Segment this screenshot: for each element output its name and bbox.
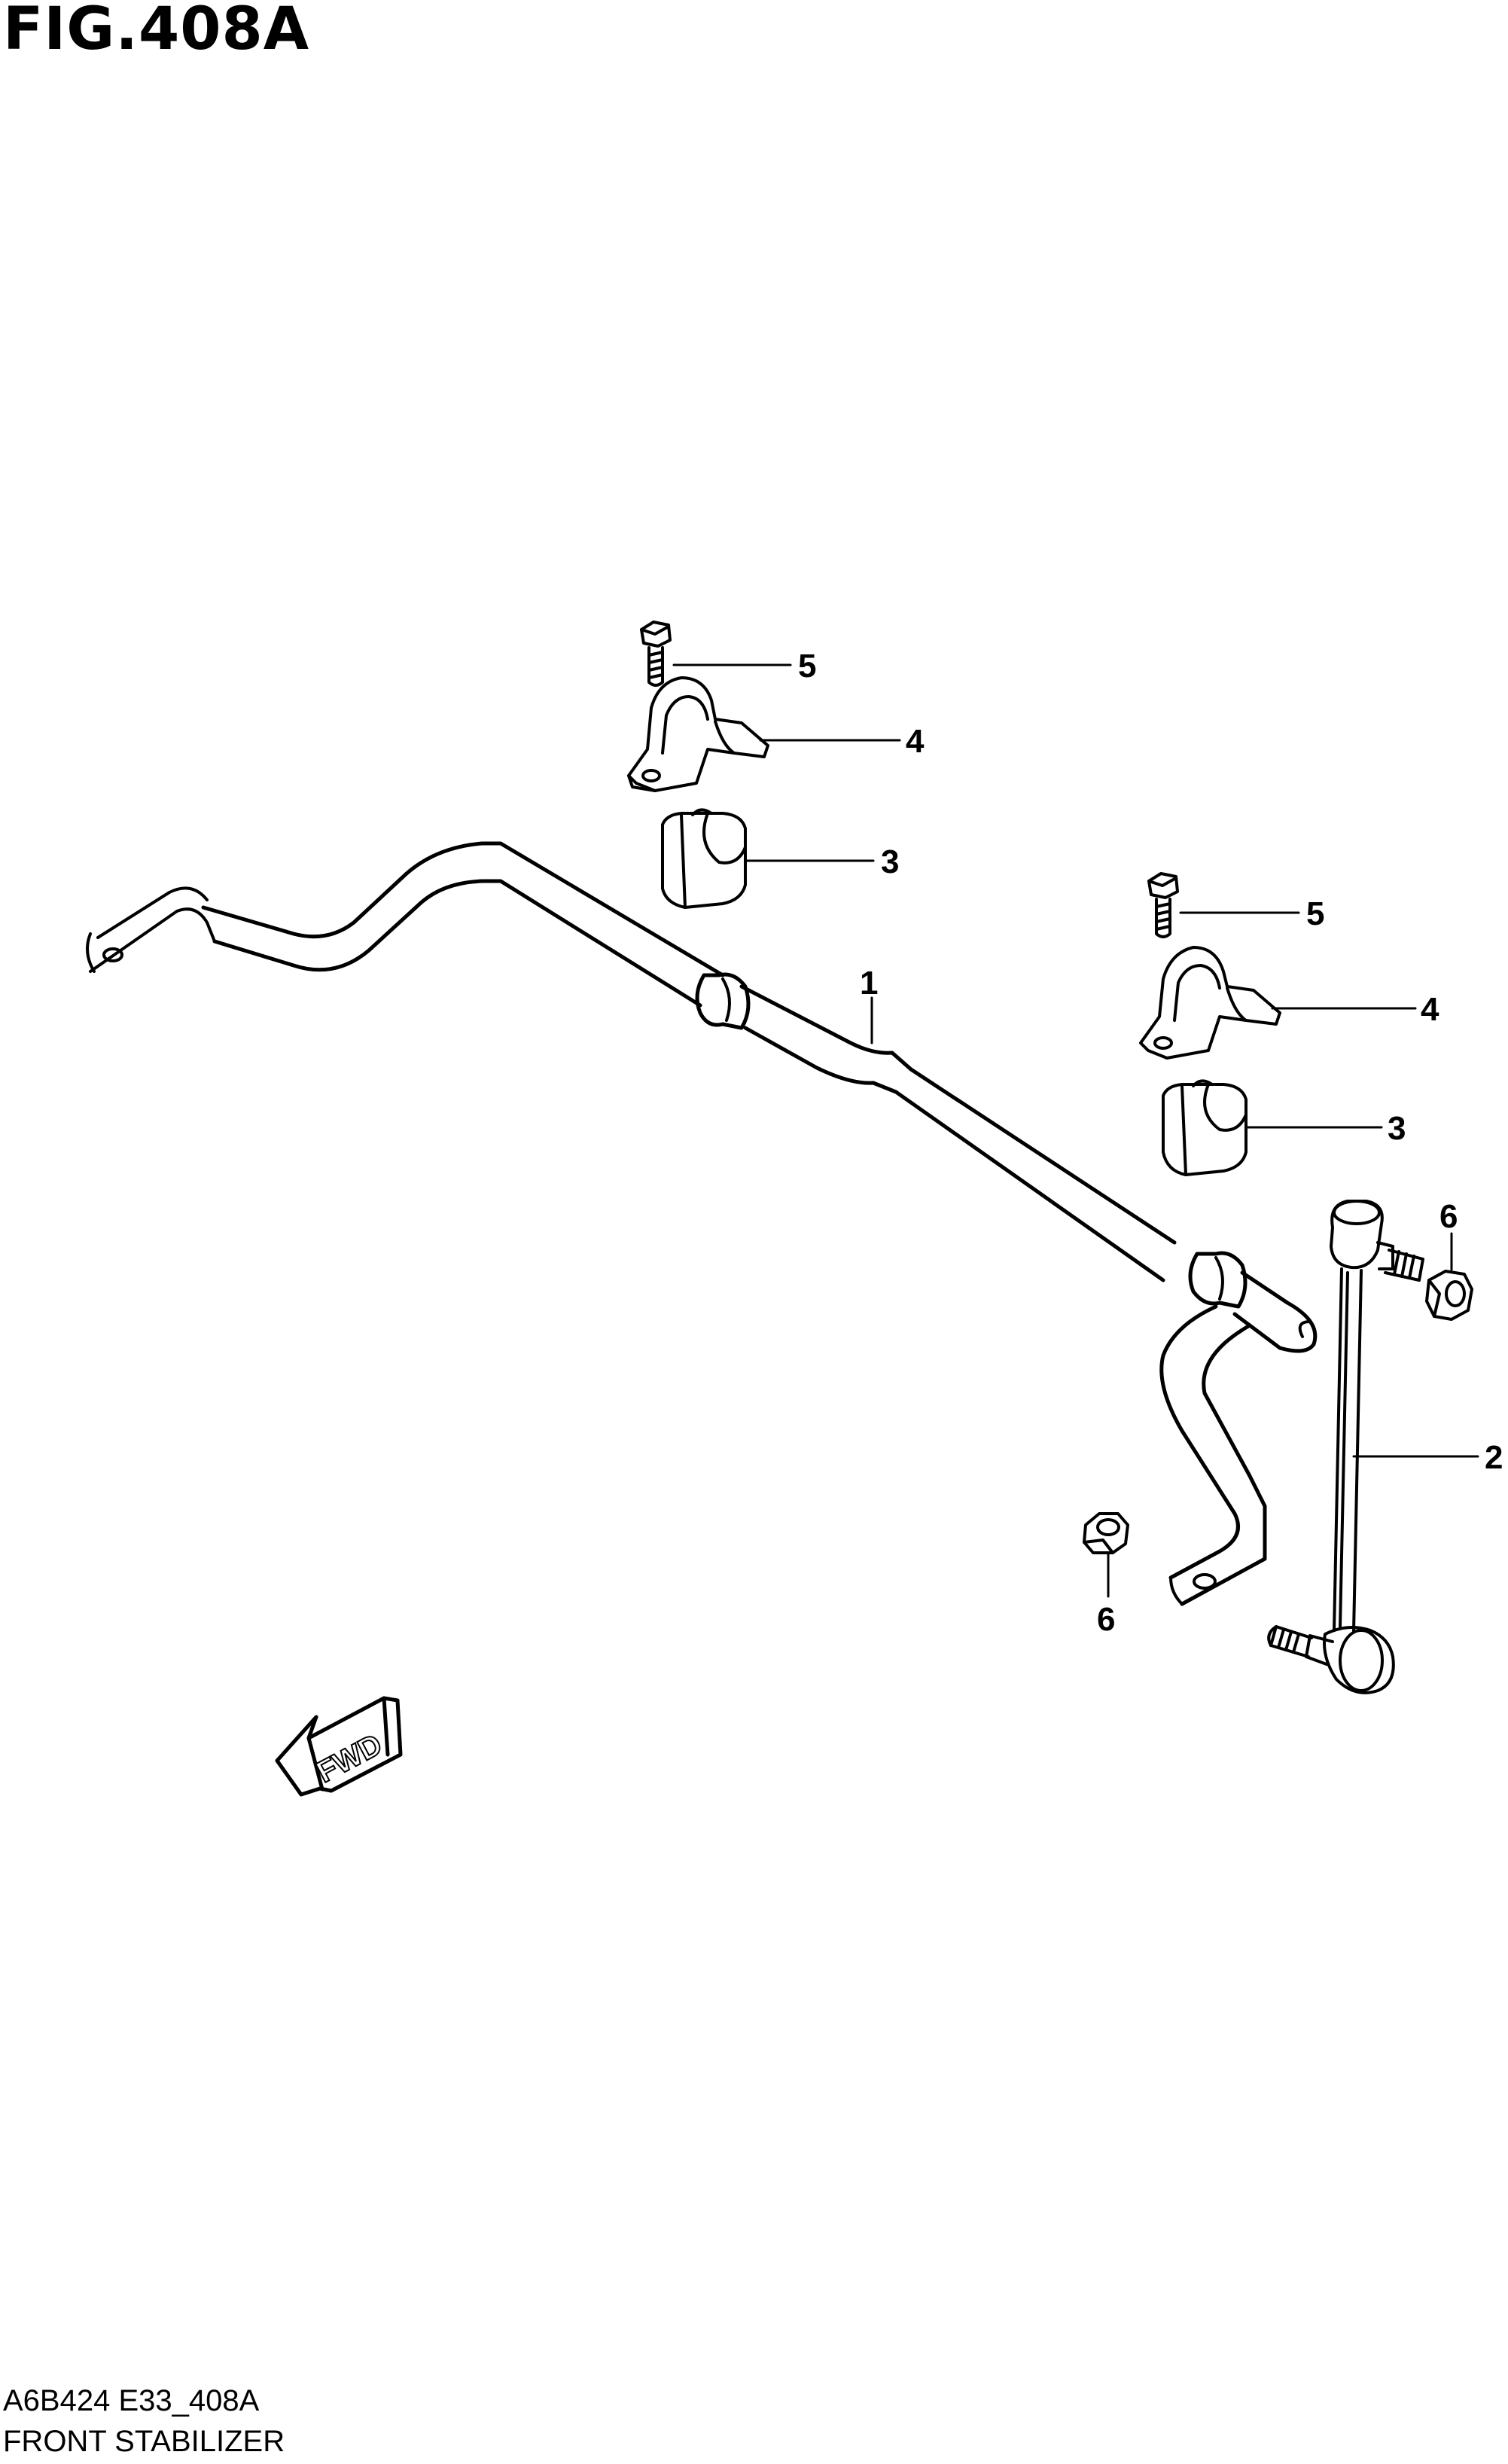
- callout-3-right: 3: [1388, 1110, 1406, 1147]
- bolt-left: [640, 621, 672, 687]
- callout-4-left: 4: [906, 723, 925, 760]
- stabilizer-bar: [86, 841, 1318, 1606]
- callout-3-left: 3: [881, 843, 899, 880]
- bracket-left: [627, 676, 769, 792]
- callout-6-right: 6: [1439, 1198, 1458, 1235]
- callout-1: 1: [860, 965, 878, 1002]
- rubber-mount-right: [1162, 1079, 1248, 1176]
- rubber-mount-left: [661, 808, 747, 909]
- bracket-right: [1139, 946, 1281, 1060]
- nut-upper: [1425, 1270, 1473, 1321]
- nut-lower: [1083, 1512, 1129, 1554]
- stabilizer-link: [1267, 1200, 1424, 1694]
- diagram-code: A6B424 E33_408A: [3, 2384, 260, 2417]
- leader-lines: [672, 663, 1479, 1598]
- figure-title: FIG.408A: [3, 0, 310, 63]
- callout-2: 2: [1485, 1439, 1503, 1476]
- callout-4-right: 4: [1421, 991, 1439, 1028]
- callout-5-right: 5: [1306, 895, 1324, 932]
- callout-6-bottom: 6: [1097, 1601, 1115, 1638]
- callout-5-left: 5: [798, 648, 816, 685]
- diagram-caption: FRONT STABILIZER: [3, 2425, 285, 2458]
- fwd-direction-arrow: [275, 1696, 403, 1797]
- bolt-right: [1147, 872, 1179, 938]
